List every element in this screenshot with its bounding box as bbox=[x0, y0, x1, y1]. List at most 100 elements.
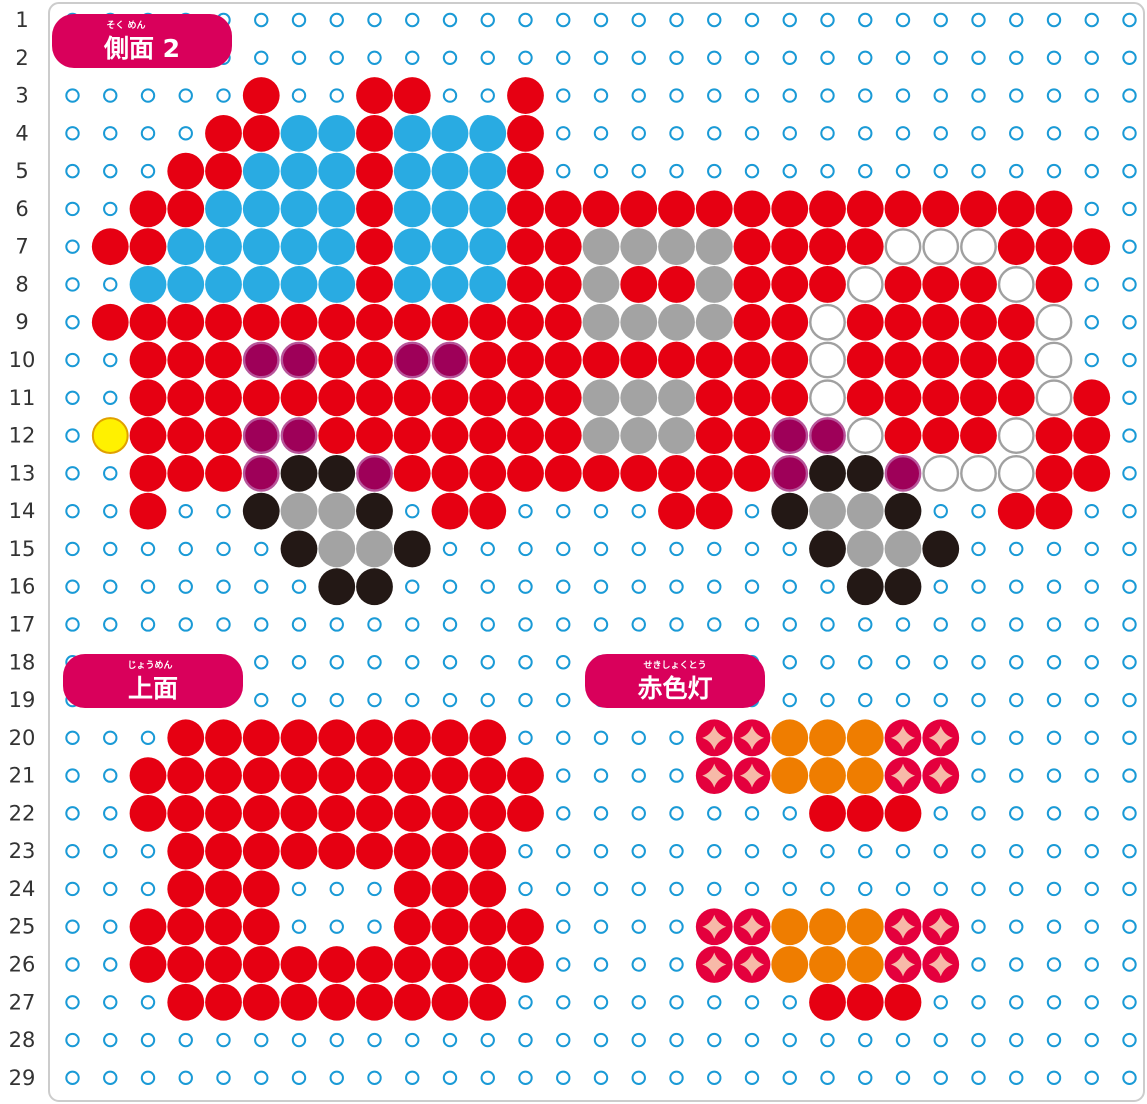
bead-red bbox=[167, 379, 204, 416]
bead-gray bbox=[620, 379, 657, 416]
bead-sparkle bbox=[922, 719, 959, 756]
bead-blue bbox=[281, 115, 318, 152]
bead-red bbox=[432, 833, 469, 870]
bead-red bbox=[885, 266, 922, 303]
row-number: 10 bbox=[9, 348, 36, 372]
bead-orange bbox=[809, 908, 846, 945]
bead-red bbox=[696, 379, 733, 416]
bead-red bbox=[545, 266, 582, 303]
bead-red bbox=[885, 191, 922, 228]
bead-red bbox=[885, 304, 922, 341]
bead-purple bbox=[886, 456, 920, 490]
bead-red bbox=[432, 455, 469, 492]
bead-red bbox=[281, 719, 318, 756]
bead-red bbox=[243, 984, 280, 1021]
bead-red bbox=[469, 417, 506, 454]
bead-red bbox=[771, 228, 808, 265]
badge-title: 赤色灯 bbox=[637, 674, 712, 703]
bead-red bbox=[432, 946, 469, 983]
row-number: 1 bbox=[15, 8, 28, 32]
bead-red bbox=[1036, 455, 1073, 492]
row-number: 21 bbox=[9, 764, 36, 788]
row-number-column: 1234567891011121314151617181920212223242… bbox=[9, 8, 36, 1090]
bead-black bbox=[809, 531, 846, 568]
bead-red bbox=[356, 191, 393, 228]
row-number: 7 bbox=[15, 235, 28, 259]
bead-red bbox=[92, 228, 129, 265]
bead-sparkle bbox=[885, 757, 922, 794]
bead-orange bbox=[847, 719, 884, 756]
bead-red bbox=[507, 379, 544, 416]
bead-white bbox=[886, 229, 920, 263]
bead-gray bbox=[281, 493, 318, 530]
bead-red bbox=[809, 228, 846, 265]
bead-red bbox=[469, 984, 506, 1021]
bead-white bbox=[848, 418, 882, 452]
bead-red bbox=[885, 984, 922, 1021]
bead-red bbox=[167, 304, 204, 341]
bead-red bbox=[167, 455, 204, 492]
row-number: 15 bbox=[9, 537, 36, 561]
bead-red bbox=[394, 984, 431, 1021]
bead-red bbox=[922, 191, 959, 228]
row-number: 28 bbox=[9, 1028, 36, 1052]
bead-red bbox=[696, 455, 733, 492]
bead-blue bbox=[469, 191, 506, 228]
bead-black bbox=[318, 568, 355, 605]
bead-red bbox=[205, 871, 242, 908]
bead-red bbox=[1036, 228, 1073, 265]
bead-red bbox=[545, 455, 582, 492]
bead-gray bbox=[356, 531, 393, 568]
bead-white bbox=[999, 456, 1033, 490]
bead-blue bbox=[205, 191, 242, 228]
bead-red bbox=[281, 946, 318, 983]
bead-purple bbox=[773, 418, 807, 452]
bead-red bbox=[130, 757, 167, 794]
bead-sparkle bbox=[885, 908, 922, 945]
bead-black bbox=[771, 493, 808, 530]
row-number: 22 bbox=[9, 801, 36, 825]
bead-gray bbox=[658, 228, 695, 265]
bead-red bbox=[507, 757, 544, 794]
bead-red bbox=[130, 493, 167, 530]
bead-red bbox=[998, 228, 1035, 265]
bead-red bbox=[205, 455, 242, 492]
row-number: 26 bbox=[9, 953, 36, 977]
bead-yellow bbox=[93, 418, 128, 453]
bead-red bbox=[658, 493, 695, 530]
bead-sparkle bbox=[734, 757, 771, 794]
bead-sparkle bbox=[922, 946, 959, 983]
bead-red bbox=[243, 77, 280, 114]
bead-red bbox=[847, 342, 884, 379]
bead-blue bbox=[432, 191, 469, 228]
bead-red bbox=[432, 417, 469, 454]
bead-red bbox=[583, 342, 620, 379]
bead-red bbox=[394, 417, 431, 454]
bead-red bbox=[243, 833, 280, 870]
bead-red bbox=[507, 795, 544, 832]
bead-blue bbox=[432, 153, 469, 190]
bead-red bbox=[205, 908, 242, 945]
bead-red bbox=[734, 455, 771, 492]
bead-red bbox=[847, 228, 884, 265]
bead-red bbox=[394, 757, 431, 794]
bead-blue bbox=[394, 266, 431, 303]
bead-red bbox=[922, 379, 959, 416]
bead-gray bbox=[847, 531, 884, 568]
bead-red bbox=[809, 266, 846, 303]
bead-red bbox=[205, 719, 242, 756]
bead-red bbox=[922, 266, 959, 303]
bead-red bbox=[1036, 417, 1073, 454]
bead-red bbox=[205, 115, 242, 152]
bead-black bbox=[847, 568, 884, 605]
bead-red bbox=[205, 757, 242, 794]
bead-red bbox=[1073, 417, 1110, 454]
bead-red bbox=[960, 304, 997, 341]
row-number: 25 bbox=[9, 915, 36, 939]
bead-red bbox=[960, 379, 997, 416]
bead-black bbox=[281, 531, 318, 568]
bead-red bbox=[167, 153, 204, 190]
bead-black bbox=[885, 493, 922, 530]
bead-purple bbox=[433, 343, 467, 377]
bead-red bbox=[885, 342, 922, 379]
